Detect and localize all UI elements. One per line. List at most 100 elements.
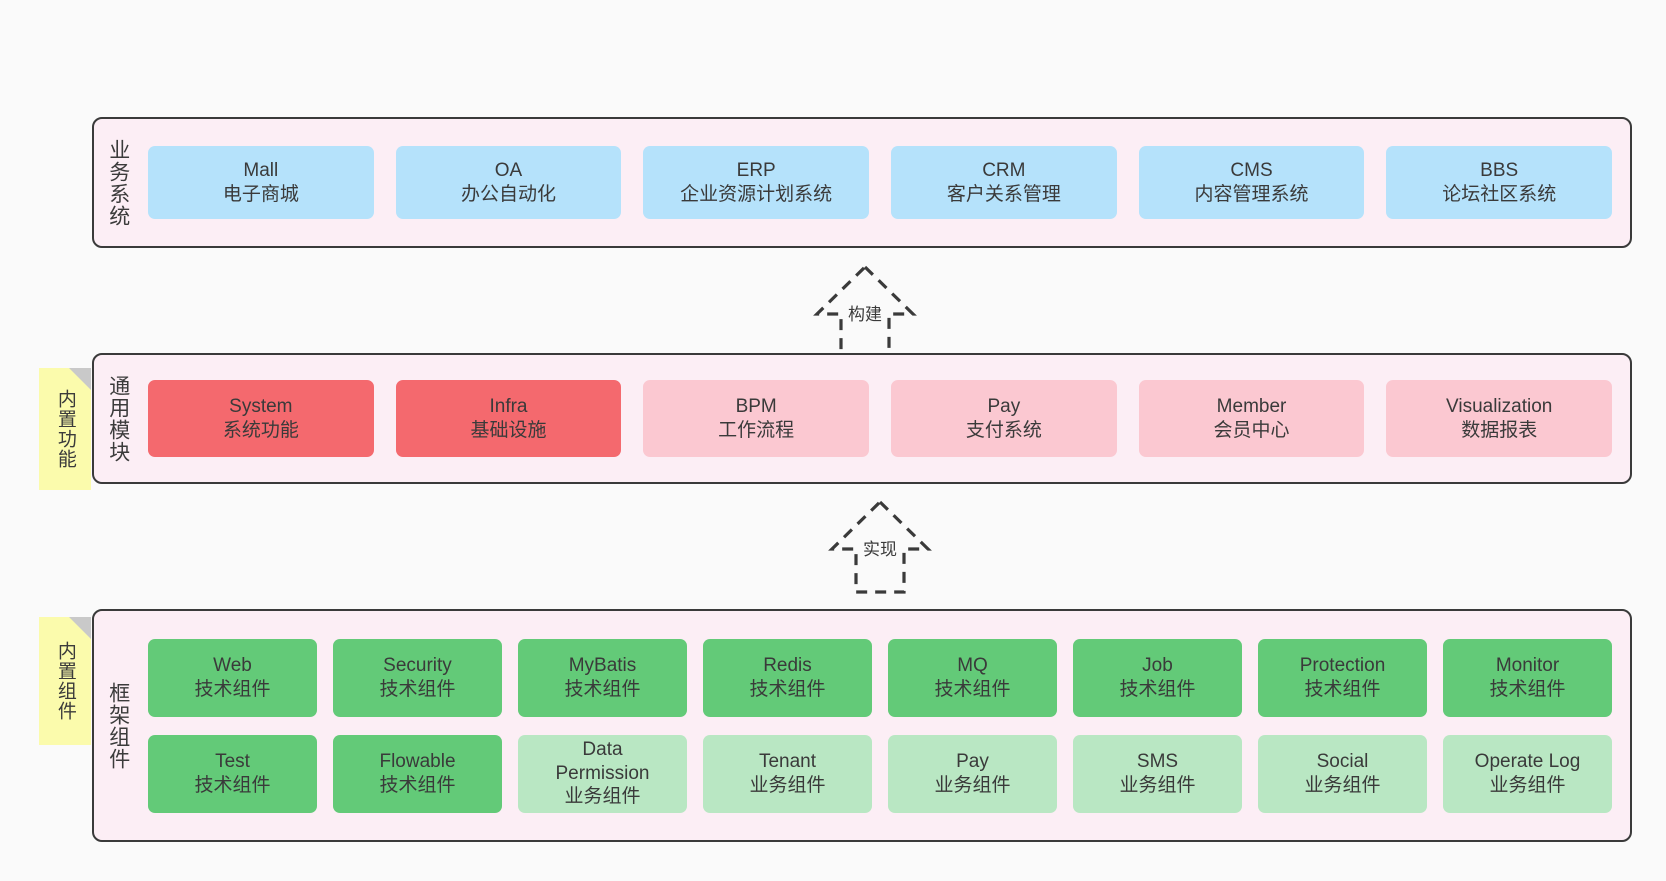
node-subtitle: 数据报表 [1461,419,1538,441]
sticky-tab-builtin-feature: 内置功能 [39,368,91,490]
node-subtitle: 技术组件 [1489,678,1566,700]
node-web[interactable]: Web 技术组件 [148,638,317,717]
node-title: Tenant [758,750,817,772]
node-oa[interactable]: OA 办公自动化 [395,146,622,219]
node-flowable[interactable]: Flowable 技术组件 [333,734,502,813]
node-mybatis[interactable]: MyBatis 技术组件 [518,638,687,717]
node-subtitle: 技术组件 [379,678,456,700]
node-security[interactable]: Security 技术组件 [333,638,502,717]
node-title: MyBatis [568,654,637,676]
layer-title-common-module: 通用模块 [106,374,130,463]
node-subtitle: 技术组件 [194,678,271,700]
node-subtitle: 业务组件 [1119,774,1196,796]
sticky-tab-label: 内置组件 [54,641,76,721]
node-title: Monitor [1495,654,1560,676]
node-subtitle: 业务组件 [934,774,1011,796]
node-subtitle: 客户关系管理 [946,183,1061,205]
connector-label: 构建 [848,305,882,324]
node-title: System [229,395,293,417]
node-subtitle: 技术组件 [564,678,641,700]
node-title: BPM [735,395,777,417]
node-title: SMS [1136,750,1179,772]
node-subtitle: 会员中心 [1213,419,1290,441]
fold-corner-icon [69,368,91,390]
node-pay[interactable]: Pay 支付系统 [891,380,1117,457]
node-subtitle: 系统功能 [222,419,299,441]
node-subtitle: 业务组件 [1304,774,1381,796]
node-title: Social [1316,750,1369,772]
node-subtitle: 内容管理系统 [1194,183,1309,205]
node-title: Operate Log [1474,750,1581,772]
layer-body-common-module: System 系统功能 Infra 基础设施 BPM 工作流程 Pay 支付系统… [142,355,1630,482]
node-subtitle: 论坛社区系统 [1442,183,1557,205]
node-row: Test 技术组件 Flowable 技术组件 Data Permission … [148,734,1612,813]
layer-common-module: 通用模块 System 系统功能 Infra 基础设施 BPM 工作流程 Pay… [92,353,1632,484]
node-row: Web 技术组件 Security 技术组件 MyBatis 技术组件 Redi… [148,638,1612,717]
node-row: Mall 电子商城 OA 办公自动化 ERP 企业资源计划系统 CRM 客户关系… [148,146,1613,219]
node-mq[interactable]: MQ 技术组件 [888,638,1057,717]
node-title: Test [215,750,250,772]
node-subtitle: 业务组件 [749,774,826,796]
node-subtitle: 技术组件 [934,678,1011,700]
node-title: Security [383,654,452,676]
node-member[interactable]: Member 会员中心 [1138,380,1365,457]
node-infra[interactable]: Infra 基础设施 [395,380,622,457]
sticky-tab-label: 内置功能 [54,389,76,469]
node-title: CMS [1230,159,1273,181]
node-subtitle: 业务组件 [564,786,641,808]
node-sms[interactable]: SMS 业务组件 [1073,734,1242,813]
connector-implement: 实现 [800,497,960,597]
node-title: ERP [736,159,776,181]
node-title: MQ [957,654,988,676]
node-test[interactable]: Test 技术组件 [148,734,317,813]
node-monitor[interactable]: Monitor 技术组件 [1443,638,1612,717]
node-subtitle: 基础设施 [470,419,547,441]
node-subtitle: 业务组件 [1489,774,1566,796]
node-data-permission[interactable]: Data Permission 业务组件 [518,734,687,813]
node-subtitle: 技术组件 [1119,678,1196,700]
node-title: Member [1216,395,1287,417]
node-title: Protection [1299,654,1386,676]
node-title: BBS [1480,159,1519,181]
node-protection[interactable]: Protection 技术组件 [1258,638,1427,717]
node-social[interactable]: Social 业务组件 [1258,734,1427,813]
node-subtitle: 技术组件 [749,678,826,700]
node-title: Visualization [1446,395,1553,417]
node-title: Infra [489,395,528,417]
connector-label: 实现 [863,540,897,559]
node-redis[interactable]: Redis 技术组件 [703,638,872,717]
layer-body-business-system: Mall 电子商城 OA 办公自动化 ERP 企业资源计划系统 CRM 客户关系… [142,119,1630,246]
node-operate-log[interactable]: Operate Log 业务组件 [1443,734,1612,813]
generalization-arrow-icon [828,499,932,594]
node-mall[interactable]: Mall 电子商城 [148,146,374,219]
node-title: Job [1142,654,1173,676]
node-title: Web [213,654,252,676]
node-pay-component[interactable]: Pay 业务组件 [888,734,1057,813]
node-title: Flowable [379,750,456,772]
node-title: Pay [956,750,989,772]
node-bbs[interactable]: BBS 论坛社区系统 [1386,146,1613,219]
sticky-tab-builtin-component: 内置组件 [39,617,91,745]
node-system[interactable]: System 系统功能 [148,380,374,457]
layer-business-system: 业务系统 Mall 电子商城 OA 办公自动化 ERP 企业资源计划系统 CRM… [92,117,1632,248]
node-erp[interactable]: ERP 企业资源计划系统 [643,146,870,219]
node-crm[interactable]: CRM 客户关系管理 [891,146,1117,219]
node-job[interactable]: Job 技术组件 [1073,638,1242,717]
node-subtitle: 技术组件 [194,774,271,796]
layer-title-framework-component: 框架组件 [106,681,130,770]
connector-build: 构建 [785,262,945,362]
node-title: Pay [987,395,1021,417]
node-visualization[interactable]: Visualization 数据报表 [1386,380,1613,457]
layer-title-business-system: 业务系统 [106,138,130,227]
layer-body-framework-component: Web 技术组件 Security 技术组件 MyBatis 技术组件 Redi… [142,611,1630,840]
node-title: Data Permission [555,738,650,784]
node-cms[interactable]: CMS 内容管理系统 [1138,146,1365,219]
node-tenant[interactable]: Tenant 业务组件 [703,734,872,813]
node-title: OA [494,159,523,181]
node-subtitle: 技术组件 [379,774,456,796]
node-subtitle: 工作流程 [718,419,795,441]
node-bpm[interactable]: BPM 工作流程 [643,380,870,457]
node-subtitle: 办公自动化 [461,183,557,205]
layer-framework-component: 框架组件 Web 技术组件 Security 技术组件 MyBatis 技术组件… [92,609,1632,842]
